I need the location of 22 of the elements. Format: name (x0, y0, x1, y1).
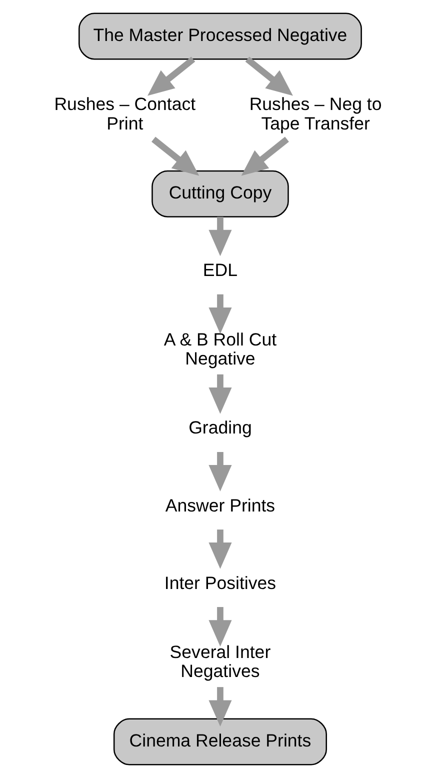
arrow (208, 294, 232, 334)
node-box: The Master Processed Negative (78, 12, 362, 60)
node-text: EDL (202, 260, 238, 280)
arrow (208, 452, 232, 492)
arrow (148, 56, 196, 96)
arrow (152, 136, 200, 176)
node-text: Rushes – Contact Print (54, 94, 196, 134)
node-text: Several Inter Negatives (170, 642, 271, 682)
node-text: Grading (188, 418, 252, 438)
node-box: Cinema Release Prints (113, 718, 327, 766)
arrow (208, 374, 232, 414)
node-text: A & B Roll Cut Negative (164, 329, 277, 368)
arrow (208, 687, 232, 727)
node-text: Inter Positives (164, 572, 276, 593)
node-text: Rushes – Neg to Tape Transfer (249, 94, 382, 134)
arrow (208, 607, 232, 647)
arrow (208, 530, 232, 569)
node-box: Cutting Copy (152, 170, 289, 218)
arrow (245, 56, 293, 96)
arrow (208, 216, 232, 256)
arrow (241, 136, 289, 176)
node-text: Answer Prints (165, 495, 276, 516)
